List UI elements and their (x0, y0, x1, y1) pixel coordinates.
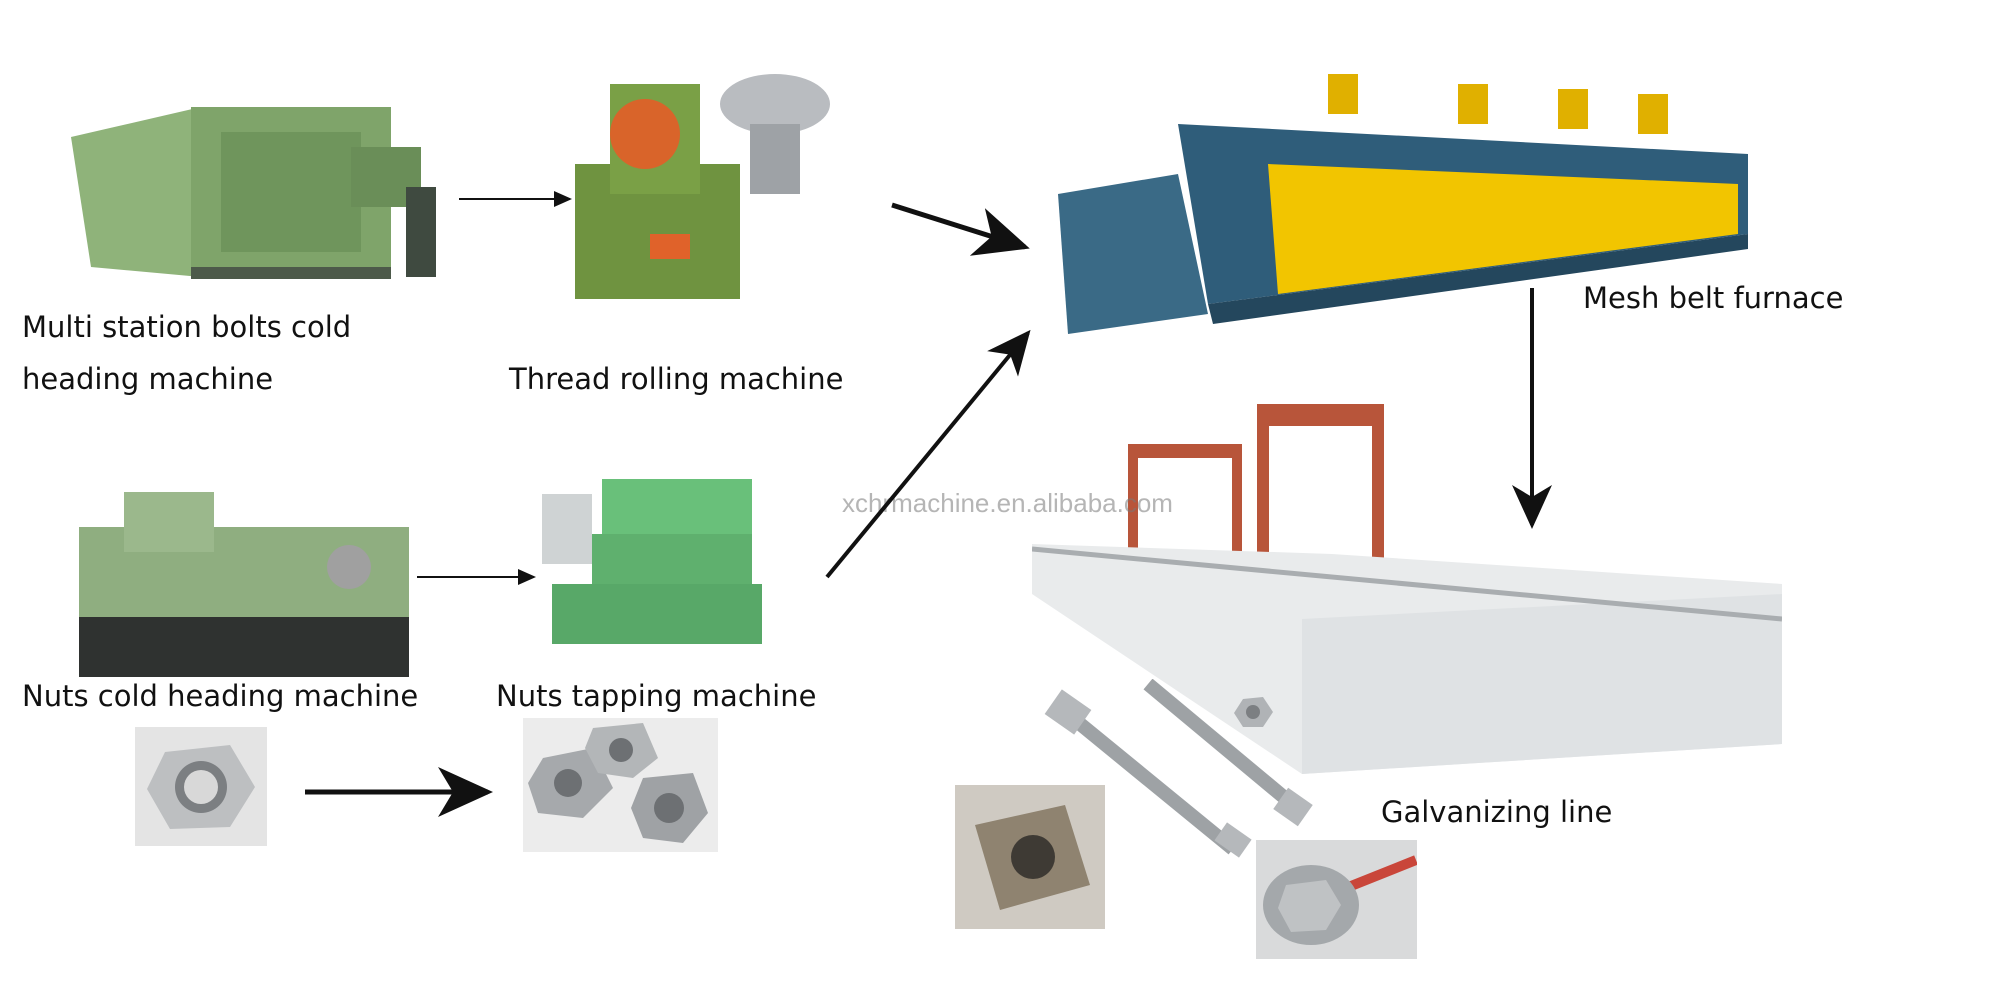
nuts-tapping-label: Nuts tapping machine (496, 679, 817, 713)
galvanizing-line-photo (1032, 404, 1782, 782)
arrow-tapping-to-furnace (825, 329, 1031, 579)
arrow-thread-to-furnace (891, 202, 1030, 256)
mesh-belt-furnace-photo (1058, 64, 1750, 340)
thread-rolling-machine-photo (570, 64, 840, 308)
flange-bolt-photo (1256, 840, 1417, 959)
multi-station-label-line2: heading machine (22, 362, 274, 396)
galvanizing-line-label: Galvanizing line (1381, 795, 1613, 829)
bolts-photo (1038, 679, 1314, 859)
nuts-pile-photo (523, 718, 718, 852)
thread-rolling-label: Thread rolling machine (509, 362, 844, 396)
nuts-cold-heading-label: Nuts cold heading machine (22, 679, 419, 713)
nuts-tapping-machine-photo (532, 474, 769, 654)
square-weld-nut-photo (955, 785, 1105, 929)
hex-nut-photo (135, 727, 267, 846)
multi-station-label-line1: Multi station bolts cold (22, 310, 352, 344)
nuts-cold-heading-machine-photo (64, 487, 417, 679)
mesh-belt-furnace-label: Mesh belt furnace (1583, 281, 1844, 315)
multi-station-bolt-cold-heading-machine-photo (51, 77, 462, 282)
